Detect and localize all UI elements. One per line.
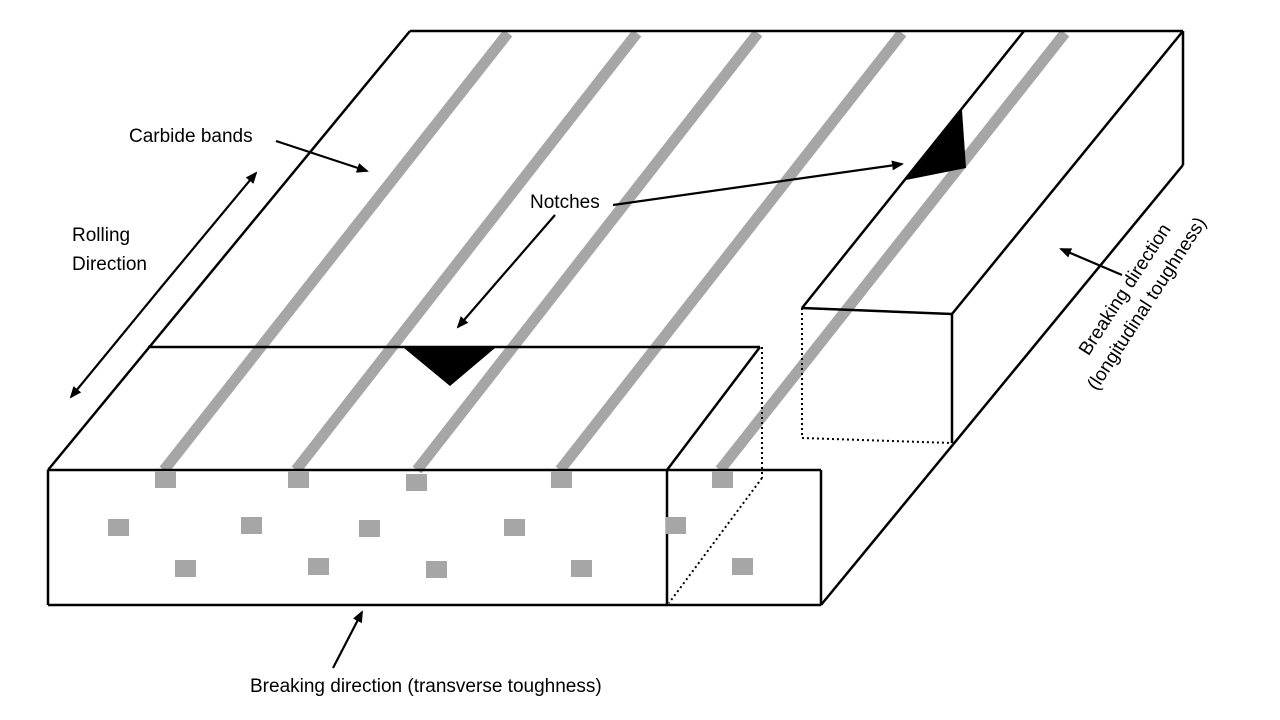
rolling-direction-label-line2: Direction <box>72 254 147 275</box>
carbide-band <box>159 29 513 474</box>
carbide-particle <box>155 471 176 488</box>
carbide-particle <box>551 471 572 488</box>
carbide-particle <box>359 520 380 537</box>
carbide-particle <box>426 561 447 578</box>
carbide-bands-arrow <box>275 139 369 173</box>
carbide-particle <box>241 517 262 534</box>
carbide-particle <box>308 558 329 575</box>
rolling-direction-arrow <box>69 284 164 399</box>
notches-arrow-right <box>612 160 904 207</box>
transverse-specimen <box>148 345 763 604</box>
transverse-breaking-label: Breaking direction (transverse toughness… <box>250 676 602 697</box>
carbide-band <box>412 29 763 474</box>
rolling-direction-label-line1: Rolling <box>72 225 130 246</box>
carbide-band <box>555 29 907 474</box>
carbide-bands-label: Carbide bands <box>129 126 253 147</box>
carbide-band <box>715 29 1070 474</box>
carbide-cross-sections <box>108 471 753 578</box>
carbide-particle <box>732 558 753 575</box>
longitudinal-specimen <box>801 30 1184 444</box>
transverse-breaking-arrow <box>332 610 363 669</box>
longitudinal-notch <box>906 110 966 180</box>
carbide-particle <box>712 471 733 488</box>
rolling-direction-arrow <box>162 171 258 286</box>
carbide-particle <box>175 560 196 577</box>
carbide-particle <box>406 474 427 491</box>
notches-label: Notches <box>530 192 600 213</box>
carbide-particle <box>504 519 525 536</box>
carbide-particle <box>288 471 309 488</box>
longitudinal-breaking-label: Breaking direction (longitudinal toughne… <box>1075 214 1211 395</box>
carbide-particle <box>666 517 686 534</box>
carbide-bands <box>159 29 1070 474</box>
longitudinal-breaking-arrow <box>1059 247 1123 277</box>
plate-outline <box>46 29 1185 607</box>
carbide-particle <box>108 519 129 536</box>
carbide-particle <box>571 560 592 577</box>
carbide-band <box>291 29 642 474</box>
transverse-notch <box>404 348 495 386</box>
notches-arrow-down <box>456 214 556 329</box>
